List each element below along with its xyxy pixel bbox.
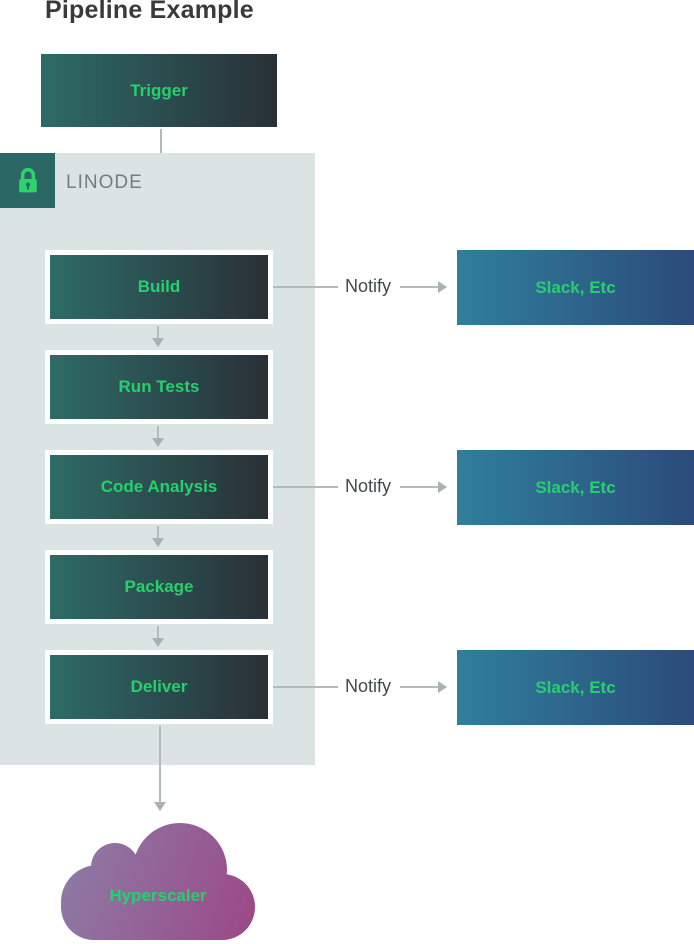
cloud-shape <box>61 823 255 940</box>
trigger-node: Trigger <box>41 54 277 127</box>
slack-node-label: Slack, Etc <box>535 677 616 697</box>
linode-label: LINODE <box>66 172 143 193</box>
notify-label: Notify <box>344 676 391 696</box>
pipeline-node-label: Package <box>124 577 194 596</box>
slack-node-label: Slack, Etc <box>535 477 616 497</box>
notify-connector-line <box>273 486 338 488</box>
arrow-package-to-deliver <box>152 626 164 647</box>
notify-connector-line <box>273 686 338 688</box>
notify-arrow <box>400 681 447 693</box>
arrow-deliver-to-cloud <box>154 726 166 811</box>
pipeline-node-build: Build <box>45 250 273 324</box>
page-title: Pipeline Example <box>45 0 254 24</box>
notify-arrow <box>400 481 447 493</box>
pipeline-node-label: Build <box>137 277 181 296</box>
pipeline-node-package: Package <box>45 550 273 624</box>
arrow-run-tests-to-code-analysis <box>152 426 164 447</box>
lock-icon <box>18 167 37 192</box>
notify-arrow <box>400 281 447 293</box>
cloud-label: Hyperscaler <box>109 886 207 905</box>
pipeline-node-run-tests: Run Tests <box>45 350 273 424</box>
pipeline-node-code-analysis: Code Analysis <box>45 450 273 524</box>
pipeline-node-label: Deliver <box>130 677 188 696</box>
slack-node: Slack, Etc <box>457 450 694 525</box>
arrow-code-analysis-to-package <box>152 526 164 547</box>
slack-node: Slack, Etc <box>457 250 694 325</box>
lock-badge <box>0 153 55 208</box>
slack-node: Slack, Etc <box>457 650 694 725</box>
pipeline-node-label: Code Analysis <box>100 477 218 496</box>
slack-node-label: Slack, Etc <box>535 277 616 297</box>
notify-connector-line <box>273 286 338 288</box>
arrow-build-to-run-tests <box>152 326 164 347</box>
pipeline-node-label: Run Tests <box>118 377 200 396</box>
notify-label: Notify <box>344 476 391 496</box>
notify-label: Notify <box>344 276 391 296</box>
pipeline-node-deliver: Deliver <box>45 650 273 724</box>
trigger-label: Trigger <box>130 80 188 100</box>
